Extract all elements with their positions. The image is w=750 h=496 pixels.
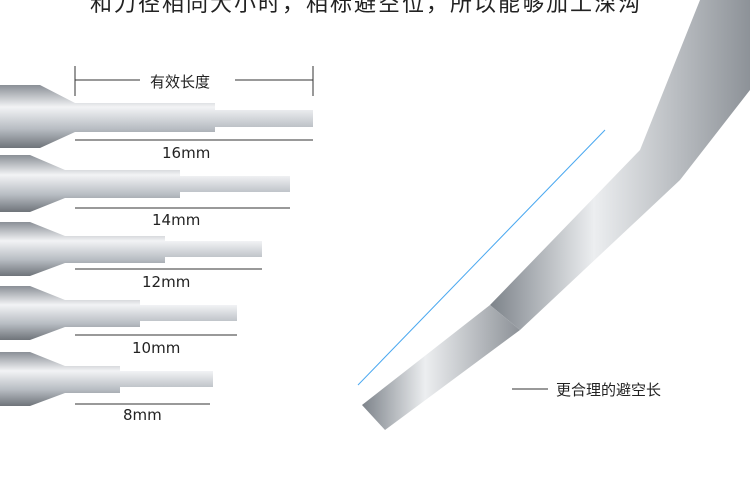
- end-mill-16mm: [0, 85, 313, 148]
- end-mill-closeup: [357, 0, 750, 430]
- callout-label: 更合理的避空长: [556, 381, 662, 399]
- end-mill-12mm: [0, 222, 262, 276]
- length-label: 16mm: [162, 144, 211, 162]
- end-mill-14mm: [0, 155, 290, 212]
- headline: 和刀径相同大小时，相标避空位，所以能够加工深沟: [90, 0, 643, 17]
- length-label: 14mm: [152, 211, 201, 229]
- end-mill-10mm: [0, 286, 237, 340]
- effective-length-label: 有效长度: [150, 73, 211, 91]
- length-label: 8mm: [123, 406, 162, 424]
- end-mill-8mm: [0, 352, 213, 406]
- length-label: 12mm: [142, 273, 191, 291]
- length-label: 10mm: [132, 339, 181, 357]
